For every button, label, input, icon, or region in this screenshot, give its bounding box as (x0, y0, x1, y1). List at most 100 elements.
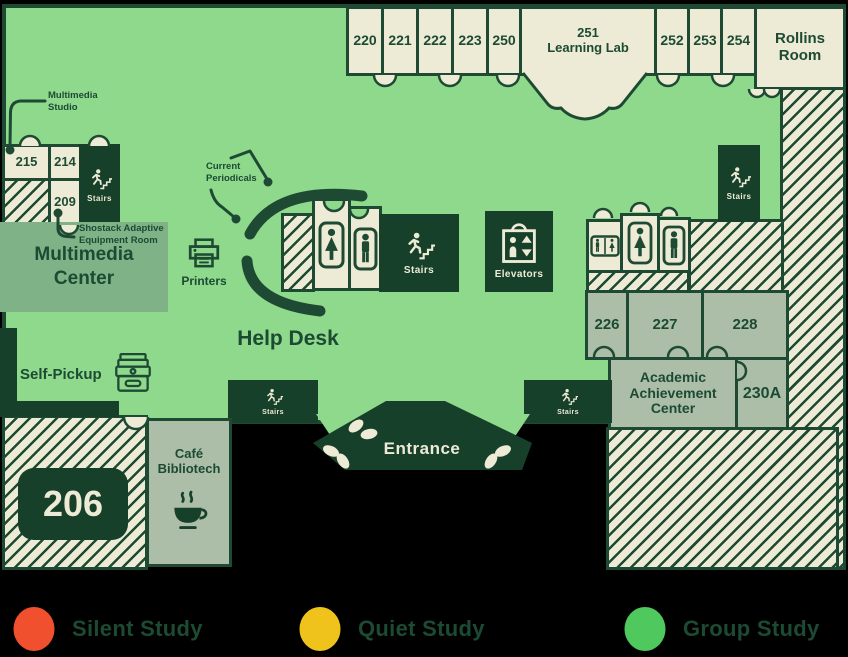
legend-item-silent-study: Silent Study (12, 606, 203, 652)
stairs-icon (727, 166, 751, 190)
room-215: 215 (2, 144, 51, 181)
room-226: 226 (585, 290, 629, 360)
stairs-icon (559, 388, 578, 407)
room-214: 214 (48, 144, 82, 181)
rollins-room: Rollins Room (754, 6, 846, 90)
restroom-family (586, 219, 623, 273)
multimedia-center-area: Multimedia Center (0, 222, 168, 312)
legend-label-group-study: Group Study (683, 616, 820, 641)
family-restroom-icon (589, 235, 620, 257)
stairs-icon (403, 231, 435, 263)
entrance-label: Entrance (383, 439, 461, 458)
current-periodicals-callout: Current Periodicals (206, 161, 257, 186)
stairs-label: Stairs (403, 264, 435, 276)
group-study-dot-icon (624, 607, 666, 651)
multimedia-studio-label-1: Multimedia (48, 90, 98, 101)
room-220: 220 (346, 6, 384, 76)
room-206: 206 (18, 468, 128, 540)
room-250: 250 (486, 6, 522, 76)
current-periodicals-label-1: Current (206, 161, 241, 172)
wall-segment-horizontal (0, 401, 119, 417)
stairs-block-entrance-left: Stairs (228, 380, 318, 423)
legend-label-quiet-study: Quiet Study (358, 616, 485, 641)
aac-label-3: Center (650, 400, 696, 417)
room-215-label: 215 (15, 154, 38, 170)
elevators-block: Elevators (485, 211, 553, 292)
current-periodicals-label-2: Periodicals (206, 173, 257, 185)
room-251-number: 251 (577, 25, 599, 41)
hatch-area-bottom-right (606, 427, 839, 570)
stairs-block-central: Stairs (379, 214, 459, 292)
room-254-label: 254 (726, 32, 751, 49)
restroom-women-right (620, 213, 660, 273)
room-206-label: 206 (42, 483, 104, 524)
multimedia-studio-callout: Multimedia Studio (48, 90, 98, 115)
women-restroom-icon (627, 221, 653, 265)
stairs-label: Stairs (557, 408, 579, 416)
restroom-men-central (348, 206, 382, 291)
aac-label-1: Academic (639, 368, 707, 385)
room-250-label: 250 (492, 32, 516, 49)
hatch-area-right-mid (688, 219, 784, 293)
room-227: 227 (626, 290, 704, 360)
women-restroom-icon (318, 221, 345, 268)
shostack-label-1: Shostack Adaptive (79, 223, 164, 234)
room-227-label: 227 (652, 315, 678, 333)
room-220-label: 220 (353, 32, 377, 49)
room-223: 223 (451, 6, 489, 76)
room-228-label: 228 (732, 315, 758, 333)
rollins-room-label-2: Room (778, 47, 822, 64)
room-222: 222 (416, 6, 454, 76)
book-pickup-icon (112, 352, 154, 398)
stairs-block-right-upper: Stairs (718, 145, 760, 222)
wall-segment-vertical (0, 328, 17, 417)
rollins-room-label-1: Rollins (774, 30, 825, 48)
room-221: 221 (381, 6, 419, 76)
room-253: 253 (687, 6, 723, 76)
stairs-label: Stairs (262, 408, 284, 416)
room-252-label: 252 (660, 32, 684, 49)
stairs-label: Stairs (726, 192, 752, 201)
cafe-label-2: Bibliotech (157, 460, 221, 476)
cafe-label-1: Café (174, 446, 204, 461)
academic-achievement-center: Academic Achievement Center (608, 357, 738, 430)
stairs-label: Stairs (87, 193, 112, 203)
room-254: 254 (720, 6, 757, 76)
room-209: 209 (48, 178, 82, 226)
aac-label-2: Achievement (629, 384, 717, 401)
room-228: 228 (701, 290, 789, 360)
stairs-icon (264, 388, 283, 407)
coffee-cup-icon (166, 490, 212, 538)
legend-label-silent-study: Silent Study (72, 616, 203, 641)
cafe-bibliotech: Café Bibliotech (146, 418, 232, 567)
multimedia-center-label-1: Multimedia (34, 244, 134, 266)
hatch-area-central (281, 213, 315, 292)
printers-label: Printers (181, 274, 227, 288)
room-251-learning-lab: 251 Learning Lab (519, 6, 657, 76)
room-222-label: 222 (423, 32, 447, 49)
room-209-label: 209 (54, 193, 76, 209)
stairs-icon (88, 168, 112, 192)
multimedia-studio-label-2: Studio (48, 102, 78, 114)
restroom-women-central (312, 198, 351, 291)
room-221-label: 221 (388, 32, 412, 49)
quiet-study-dot-icon (299, 607, 341, 651)
room-253-label: 253 (693, 32, 717, 49)
legend-item-group-study: Group Study (623, 606, 820, 652)
elevators-label: Elevators (494, 269, 544, 280)
room-214-label: 214 (54, 154, 76, 170)
room-230a: 230A (735, 357, 789, 430)
room-226-label: 226 (594, 315, 620, 333)
men-restroom-icon (353, 227, 377, 270)
shostack-label-2: Equipment Room (79, 235, 158, 247)
hatch-area-left-cluster (2, 178, 51, 226)
elevator-icon (499, 223, 539, 267)
room-223-label: 223 (458, 32, 482, 49)
restroom-men-right (657, 217, 691, 273)
self-pickup-label: Self-Pickup (20, 366, 102, 383)
men-restroom-icon (662, 225, 686, 265)
room-252: 252 (654, 6, 690, 76)
shostack-callout: Shostack Adaptive Equipment Room (79, 223, 164, 248)
stairs-block-entrance-right: Stairs (524, 380, 612, 423)
